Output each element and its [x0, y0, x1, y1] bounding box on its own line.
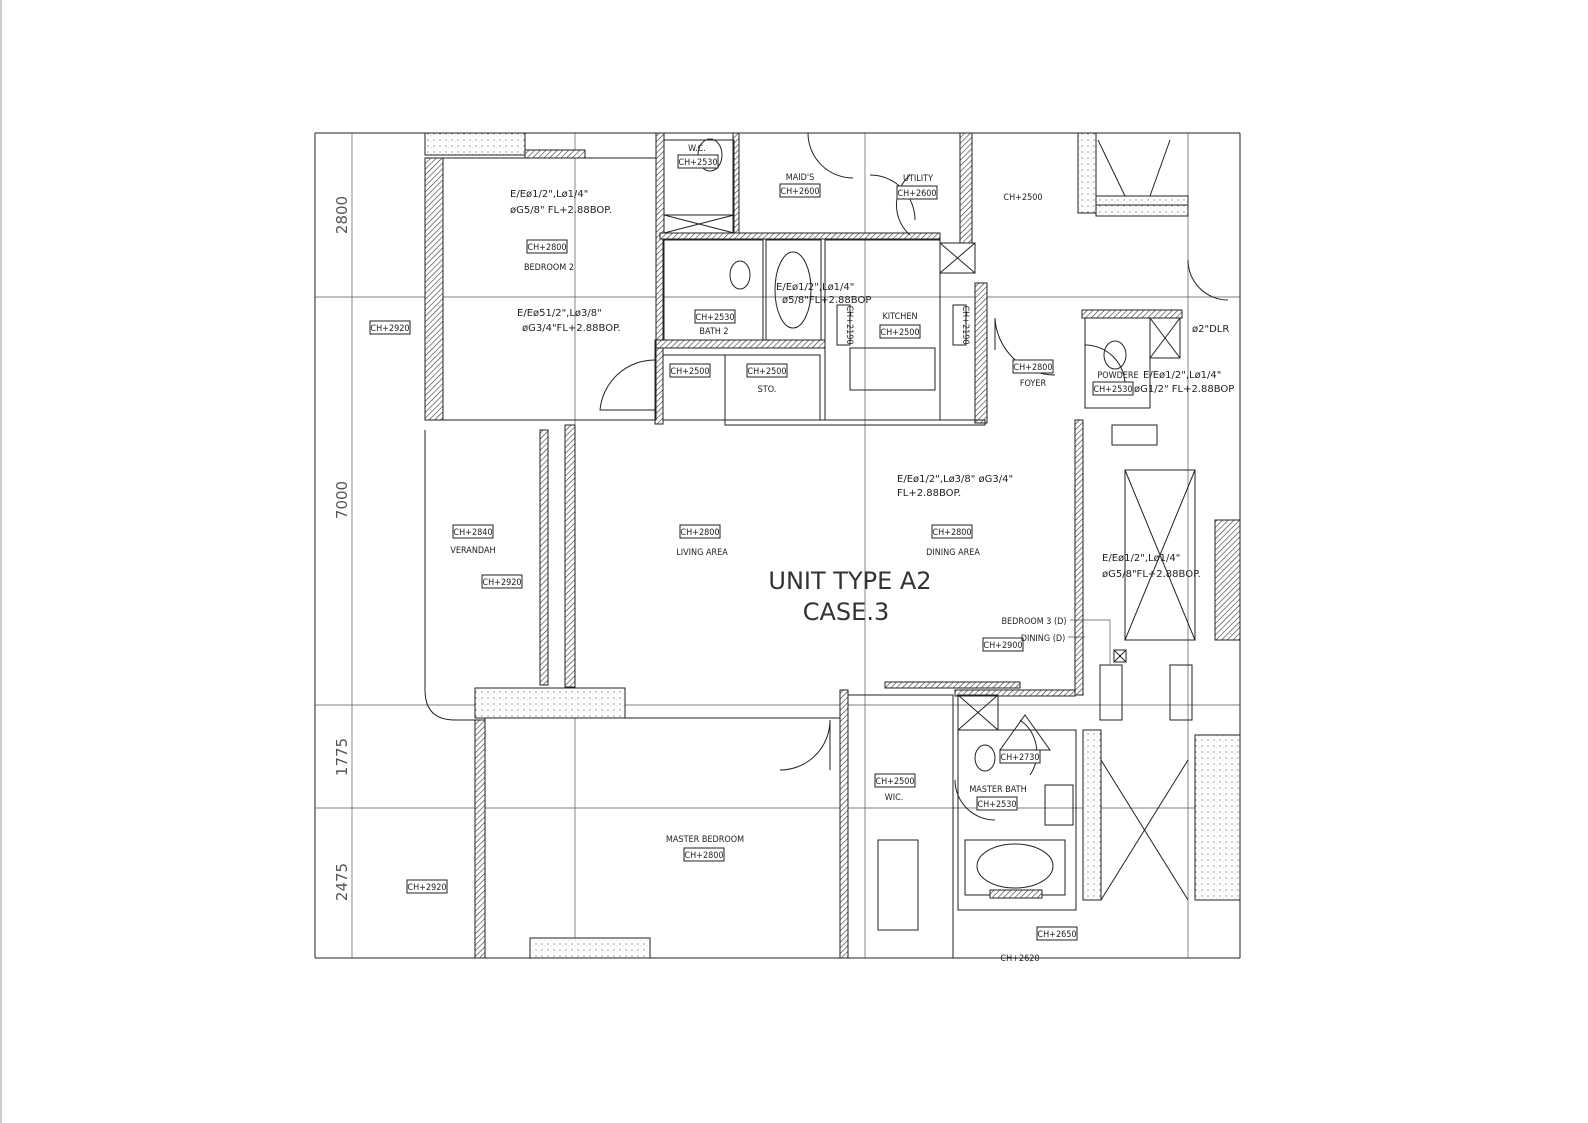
kitchen-side-ch-2: CH+2190: [960, 305, 970, 344]
bedroom2-note-1b: øG5/8" FL+2.88BOP.: [510, 205, 612, 216]
ac-label-bedroom3: BEDROOM 3 (D): [1001, 617, 1066, 627]
bedroom2-label: BEDROOM 2: [524, 263, 574, 273]
living-ch: CH+2800: [680, 528, 719, 538]
plan-subtitle: CASE.3: [803, 598, 889, 626]
verandah-label: VERANDAH: [450, 546, 495, 556]
powder-note-b: øG1/2" FL+2.88BOP: [1134, 384, 1234, 395]
utility-label: UTILITY: [903, 174, 933, 184]
maids-label: MAID'S: [786, 173, 815, 183]
master-bath-tub-ch: CH+2650: [1037, 930, 1076, 940]
kitchen-ch: CH+2500: [880, 328, 919, 338]
room-partitions: [424, 133, 1196, 959]
bedroom3-note-b: øG5/8"FL+2.88BOP.: [1102, 569, 1201, 580]
master-bath-bottom-ch: CH+2620: [1000, 954, 1039, 964]
dining-note-b: FL+2.88BOP.: [897, 488, 961, 499]
wic-ch: CH+2500: [875, 777, 914, 787]
master-bedroom-window-ch: CH+2920: [407, 883, 446, 893]
store-label: STO.: [758, 385, 777, 395]
ac-label-dining: DINING (D): [1021, 634, 1066, 644]
verandah-window-ch: CH+2920: [482, 578, 521, 588]
bedroom2-note-1a: E/Eø1/2",Lø1/4": [510, 189, 588, 200]
foyer-label: FOYER: [1020, 379, 1047, 389]
wc-ch: CH+2530: [678, 158, 717, 168]
kitchen-side-ch-1: CH+2190: [844, 305, 854, 344]
maids-ch: CH+2600: [780, 187, 819, 197]
drain-label: ø2"DLR: [1192, 324, 1229, 335]
master-bath-ch: CH+2530: [977, 800, 1016, 810]
dimension-7000: 7000: [333, 481, 351, 519]
master-wc-ch: CH+2730: [1000, 753, 1039, 763]
wc-label: W.C.: [688, 144, 706, 154]
ac-ch: CH+2900: [983, 641, 1022, 651]
master-bedroom-label: MASTER BEDROOM: [666, 835, 744, 845]
bedroom2-ch: CH+2800: [527, 243, 566, 253]
store-ch: CH+2500: [747, 367, 786, 377]
lobby-ch: CH+2500: [1003, 193, 1042, 203]
kitchen-label: KITCHEN: [882, 312, 917, 322]
bath2-label: BATH 2: [699, 327, 728, 337]
bath2-note-b: ø5/8"FL+2.88BOP: [782, 295, 871, 306]
living-label: LIVING AREA: [676, 548, 728, 558]
powder-label: POWDERE: [1097, 371, 1138, 381]
bedroom2-note-2a: E/Eø51/2",Lø3/8": [517, 308, 602, 319]
bedroom2-note-2b: øG3/4"FL+2.88BOP.: [522, 323, 621, 334]
dining-ch: CH+2800: [932, 528, 971, 538]
walls: [424, 132, 1241, 959]
dimension-2475: 2475: [333, 863, 351, 901]
corridor-ch: CH+2500: [670, 367, 709, 377]
bedroom2-window-ch: CH+2920: [370, 324, 409, 334]
powder-note-a: E/Eø1/2",Lø1/4": [1143, 370, 1221, 381]
plan-title: UNIT TYPE A2: [768, 567, 931, 595]
master-bath-label: MASTER BATH: [969, 785, 1026, 795]
powder-ch: CH+2530: [1093, 385, 1132, 395]
dimension-1775: 1775: [333, 738, 351, 776]
verandah-ch: CH+2840: [453, 528, 492, 538]
wic-label: WIC.: [885, 793, 904, 803]
bath2-note-a: E/Eø1/2",Lø1/4": [776, 282, 854, 293]
dining-note-a: E/Eø1/2",Lø3/8" øG3/4": [897, 474, 1013, 485]
master-bedroom-ch: CH+2800: [684, 851, 723, 861]
foyer-ch: CH+2800: [1013, 363, 1052, 373]
utility-ch: CH+2600: [897, 189, 936, 199]
room-labels: W.C. MAID'S UTILITY BEDROOM 2 E/Eø1/2",L…: [450, 144, 1234, 845]
bedroom3-note-a: E/Eø1/2",Lø1/4": [1102, 553, 1180, 564]
ceiling-height-tags: CH+2530 CH+2600 CH+2600 CH+2800 CH+2920 …: [369, 154, 1134, 964]
bath2-ch: CH+2530: [695, 313, 734, 323]
dining-label: DINING AREA: [926, 548, 980, 558]
dimension-2800: 2800: [333, 196, 351, 234]
